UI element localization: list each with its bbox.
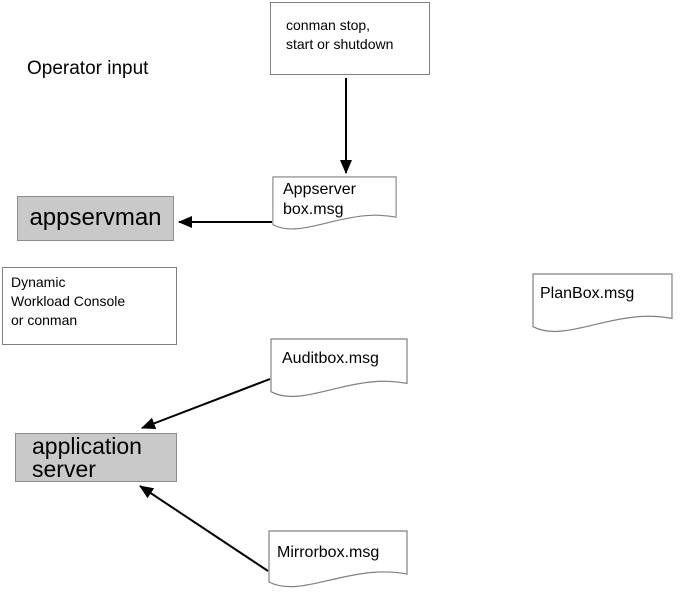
document-shape-icon xyxy=(268,530,408,588)
node-application-server: application server xyxy=(15,433,177,482)
operator-input-label: Operator input xyxy=(27,58,149,79)
node-mirrorbox-msg-label: Mirrorbox.msg xyxy=(277,544,380,561)
node-conman-command-line1: conman stop, xyxy=(286,17,371,33)
node-appserver-box-msg: Appserver box.msg xyxy=(272,176,397,234)
node-appservman: appservman xyxy=(17,196,174,241)
node-dynamic-workload-console: Dynamic Workload Console or conman xyxy=(2,267,177,345)
node-auditbox-msg: Auditbox.msg xyxy=(270,338,408,402)
node-appserver-box-msg-line1: Appserver xyxy=(283,181,356,198)
node-planbox-msg-label: PlanBox.msg xyxy=(540,285,635,302)
node-auditbox-msg-label: Auditbox.msg xyxy=(282,350,379,367)
node-dwc-line2: Workload Console xyxy=(11,293,126,309)
document-shape-icon xyxy=(532,273,673,333)
node-planbox-msg: PlanBox.msg xyxy=(532,273,673,337)
node-application-server-line2: server xyxy=(32,456,96,482)
node-mirrorbox-msg: Mirrorbox.msg xyxy=(268,530,408,592)
node-application-server-line1: application xyxy=(32,433,142,459)
node-appserver-box-msg-line2: box.msg xyxy=(283,201,344,218)
node-conman-command: conman stop, start or shutdown xyxy=(270,2,430,75)
node-dwc-line3: or conman xyxy=(11,312,78,328)
document-shape-icon xyxy=(270,338,408,398)
arrow-mirrorbox-to-application-server xyxy=(139,485,269,572)
node-conman-command-line2: start or shutdown xyxy=(286,36,394,52)
document-shape-icon xyxy=(272,176,397,230)
node-dwc-line1: Dynamic xyxy=(11,274,66,290)
arrow-auditbox-to-application-server xyxy=(141,378,271,429)
